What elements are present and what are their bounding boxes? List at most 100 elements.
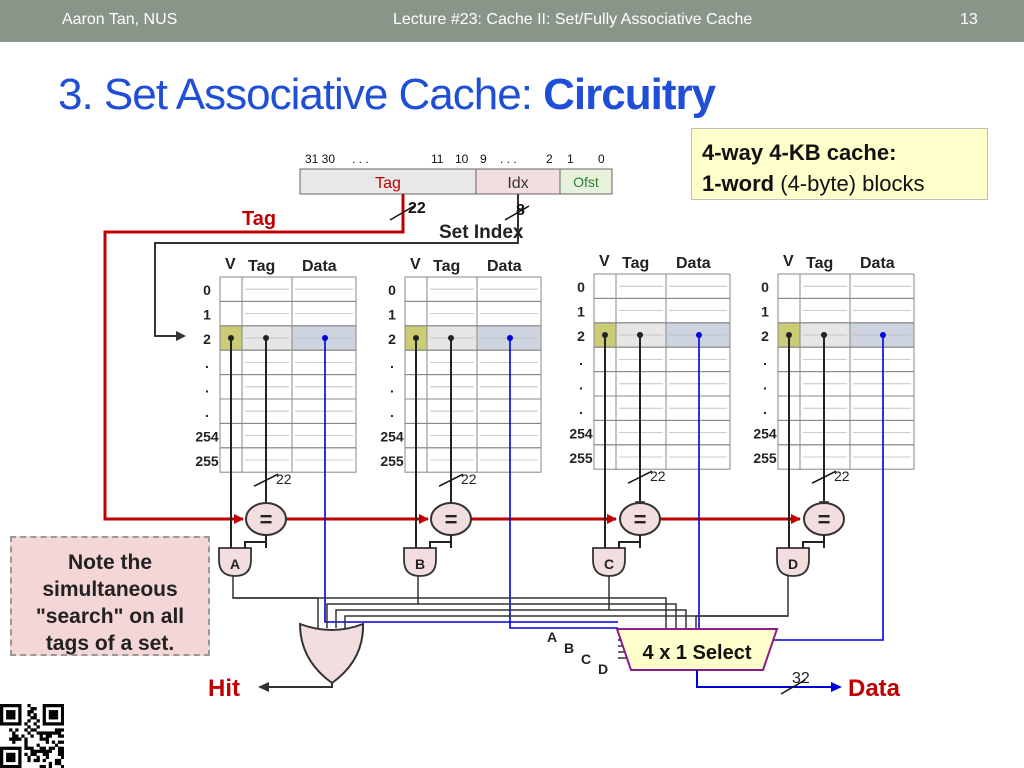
qr-module (45, 755, 49, 760)
qr-module (60, 722, 64, 726)
qr-module (30, 728, 34, 732)
qr-module (30, 752, 34, 757)
qr-module (12, 746, 16, 750)
qr-module (6, 746, 10, 750)
slide-title-prefix: 3. Set Associative Cache: (58, 70, 544, 119)
tag-field-label: Tag (375, 175, 401, 192)
qr-module (18, 713, 22, 717)
width-slash (627, 470, 653, 484)
qr-module (27, 731, 31, 735)
qr-module (6, 716, 10, 720)
compare-to-gate-wire (244, 535, 267, 548)
qr-module (42, 752, 46, 757)
bit-label: 1 (567, 152, 574, 166)
qr-module (27, 704, 31, 708)
qr-module (3, 764, 7, 768)
qr-module (51, 704, 56, 708)
note-line: Note the (68, 551, 152, 574)
tag-width-label: 22 (650, 468, 666, 484)
header-author: Aaron Tan, NUS (62, 11, 178, 28)
qr-module (0, 707, 4, 711)
qr-module (30, 749, 34, 753)
idx-width-label: 8 (516, 202, 525, 219)
column-header-v: V (599, 253, 610, 270)
qr-module (15, 704, 19, 708)
row-label: 255 (753, 450, 777, 466)
row-label: 255 (195, 453, 219, 469)
bit-positions: 31 30 . . . 11 10 9 . . . 2 1 0 (305, 152, 605, 166)
column-header-data: Data (860, 255, 895, 272)
qr-module (60, 713, 64, 717)
qr-module (48, 734, 53, 738)
qr-module (48, 722, 53, 726)
qr-module (60, 710, 64, 714)
wire-dot (602, 332, 608, 338)
valid-bit-cell (404, 300, 428, 327)
qr-module (45, 749, 49, 753)
qr-module (0, 749, 4, 753)
bit-label: . . . (352, 152, 369, 166)
data-cell (665, 444, 731, 470)
qr-module (30, 707, 34, 711)
comparator-symbol: = (818, 507, 831, 532)
and-gate-icon (403, 547, 437, 577)
slide-title-emphasis: Circuitry (543, 70, 716, 119)
qr-module (51, 731, 56, 735)
qr-module (12, 752, 16, 757)
qr-module (12, 740, 16, 744)
qr-module (48, 764, 53, 768)
qr-module (9, 704, 13, 708)
qr-module (15, 737, 19, 741)
qr-module (48, 731, 53, 735)
qr-module (30, 716, 34, 720)
qr-module (15, 746, 19, 750)
qr-module (15, 734, 19, 738)
qr-module (33, 749, 37, 753)
cache-spec-box: 4-way 4-KB cache: 1-word (4-byte) blocks (691, 128, 988, 200)
qr-module (30, 710, 34, 714)
qr-module (48, 716, 53, 720)
row-label: 254 (753, 425, 777, 441)
qr-module (12, 758, 16, 763)
qr-module (39, 764, 43, 768)
qr-module (3, 704, 7, 708)
qr-module (24, 722, 28, 726)
qr-module (60, 719, 64, 723)
qr-module (21, 734, 25, 738)
tag-width-label: 22 (408, 200, 426, 217)
qr-module (33, 707, 37, 711)
wire-dot (637, 332, 643, 338)
valid-bit-cell (777, 273, 801, 299)
qr-module (18, 707, 22, 711)
width-slash (438, 473, 464, 487)
tag-bus-arrowheads (234, 514, 801, 524)
row-label: 1 (577, 303, 585, 319)
qr-module (42, 764, 46, 768)
page-number: 13 (960, 11, 978, 28)
qr-module (24, 752, 28, 757)
qr-module (18, 758, 22, 763)
qr-module (42, 731, 46, 735)
qr-module (9, 713, 13, 717)
qr-module (60, 704, 64, 708)
qr-module (48, 713, 53, 717)
qr-module (36, 758, 40, 763)
qr-module (18, 752, 22, 757)
qr-module (18, 764, 22, 768)
row-label: . (205, 355, 209, 371)
column-header-v: V (410, 256, 421, 273)
qr-module (42, 704, 46, 708)
qr-module (42, 716, 46, 720)
select-input-label: D (598, 661, 608, 677)
qr-module (0, 719, 4, 723)
data-width-label: 32 (792, 670, 810, 687)
qr-module (9, 737, 13, 741)
qr-module (9, 758, 13, 763)
compare-to-gate-wire (429, 535, 452, 548)
tag-bus (103, 194, 800, 521)
tag-label: Tag (242, 208, 276, 230)
bit-label: 31 30 (305, 152, 335, 166)
qr-module (9, 755, 13, 760)
qr-module (60, 728, 64, 732)
gate-label: B (415, 556, 425, 572)
